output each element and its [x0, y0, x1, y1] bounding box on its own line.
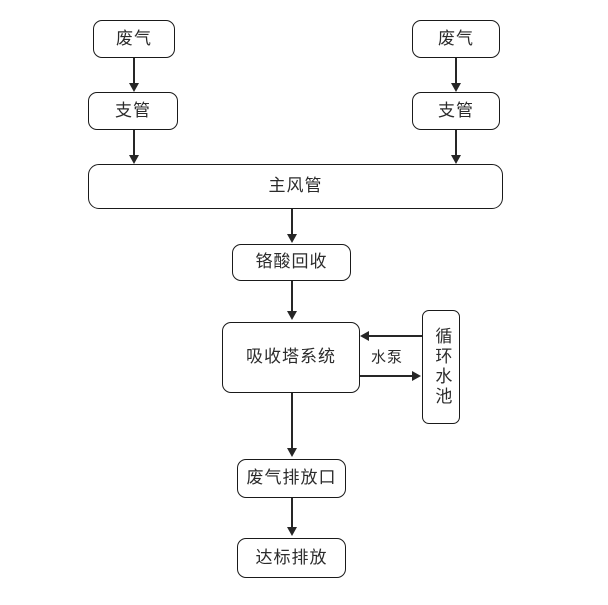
node-label: 铬酸回收	[255, 252, 328, 273]
node-waste-gas-left[interactable]: 废气	[93, 20, 175, 58]
node-branch-duct-right[interactable]: 支管	[412, 92, 500, 130]
node-label: 支管	[438, 100, 474, 121]
node-label: 主风管	[268, 176, 323, 197]
node-label: 废气	[116, 28, 152, 49]
arrowhead-down-icon	[286, 527, 297, 536]
node-absorption-tower-system[interactable]: 吸收塔系统	[222, 322, 360, 393]
node-label: 废气排放口	[246, 468, 337, 489]
node-label: 废气	[438, 28, 474, 49]
connector-chromic-acid-recovery-to-absorption-tower	[291, 281, 293, 312]
connector-circulating-pool-to-absorption-tower	[369, 335, 422, 337]
arrowhead-left-icon	[360, 330, 369, 341]
node-branch-duct-left[interactable]: 支管	[88, 92, 178, 130]
arrowhead-down-icon	[128, 155, 139, 164]
node-chromic-acid-recovery[interactable]: 铬酸回收	[232, 244, 351, 281]
arrowhead-right-icon	[412, 370, 421, 381]
arrowhead-down-icon	[128, 83, 139, 92]
node-circulating-water-pool[interactable]: 循环水池	[422, 310, 460, 424]
arrowhead-down-icon	[450, 155, 461, 164]
connector-waste-gas-left-to-branch-duct-left	[133, 58, 135, 84]
arrowhead-down-icon	[286, 234, 297, 243]
node-exhaust-outlet[interactable]: 废气排放口	[237, 459, 346, 498]
node-label: 达标排放	[255, 547, 328, 568]
node-label: 循环水池	[431, 327, 452, 407]
connector-exhaust-outlet-to-compliant-discharge	[291, 498, 293, 528]
connector-absorption-tower-to-exhaust-outlet	[291, 393, 293, 449]
connector-branch-duct-left-to-main-duct	[133, 130, 135, 156]
connector-absorption-tower-to-circulating-pool	[360, 375, 413, 377]
arrowhead-down-icon	[286, 448, 297, 457]
node-waste-gas-right[interactable]: 废气	[412, 20, 500, 58]
node-label: 吸收塔系统	[246, 347, 336, 368]
arrowhead-down-icon	[286, 311, 297, 320]
node-main-duct[interactable]: 主风管	[88, 164, 503, 209]
node-compliant-discharge[interactable]: 达标排放	[237, 538, 346, 578]
arrowhead-down-icon	[450, 83, 461, 92]
edge-label-water-pump: 水泵	[371, 348, 404, 366]
connector-main-duct-to-chromic-acid-recovery	[291, 209, 293, 235]
connector-waste-gas-right-to-branch-duct-right	[455, 58, 457, 84]
connector-branch-duct-right-to-main-duct	[455, 130, 457, 156]
node-label: 支管	[115, 100, 151, 121]
